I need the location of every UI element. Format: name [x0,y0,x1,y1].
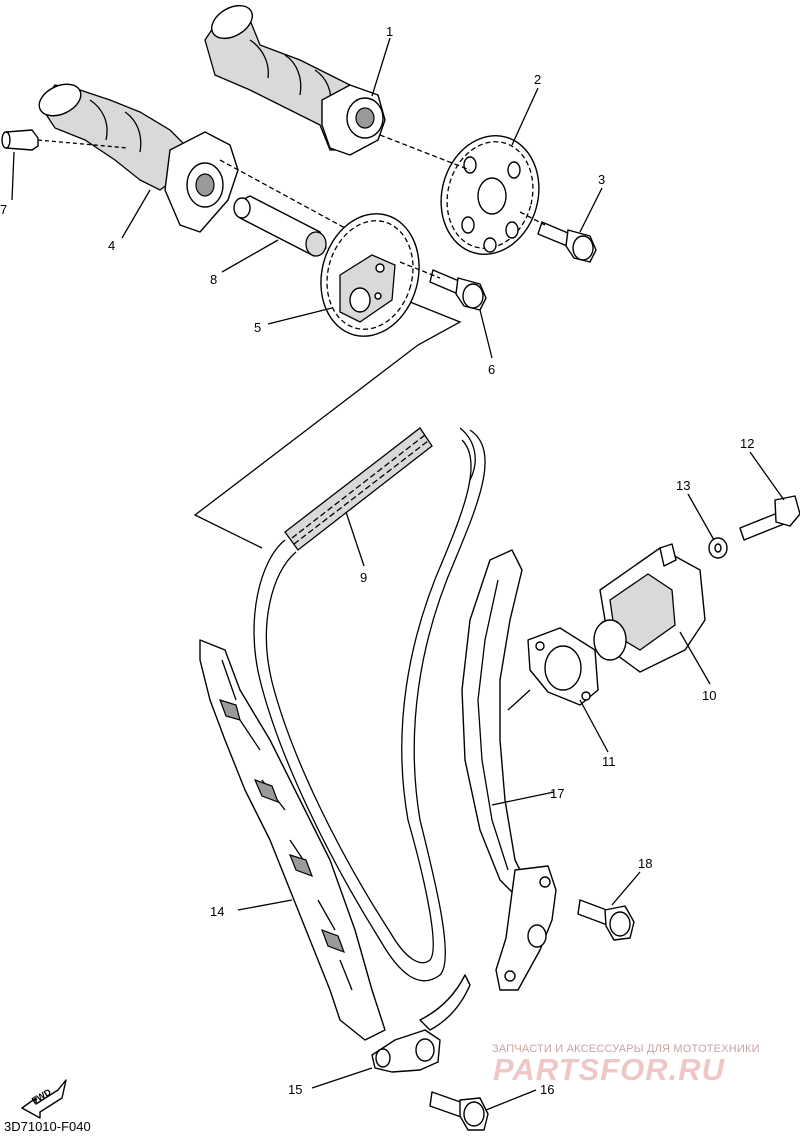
chain-reference-line [193,301,462,549]
camshaft-exhaust [204,4,386,156]
timing-chain [253,427,486,982]
bolt-sprocket-exhaust [537,221,597,263]
bolt-sprocket-intake [429,269,487,311]
label-7: 7 [0,202,7,217]
label-9: 9 [360,570,367,585]
sprocket-intake [320,213,420,337]
label-1: 1 [386,24,393,39]
label-4: 4 [108,238,115,253]
bolt-guide-right [577,899,635,941]
chain-guide-left [199,639,386,1041]
label-12: 12 [740,436,754,451]
label-2: 2 [534,72,541,87]
label-15: 15 [288,1082,302,1097]
label-6: 6 [488,362,495,377]
assembly-lines [219,134,546,279]
bolt-tensioner [739,495,800,541]
leader-lines [11,37,785,1111]
dowel-pin [1,129,129,151]
tensioner-gasket [527,627,599,706]
label-11: 11 [602,754,616,769]
watermark-caption: ЗАПЧАСТИ И АКСЕССУАРЫ ДЛЯ МОТОТЕХНИКИ [492,1043,760,1055]
label-18: 18 [638,856,652,871]
label-17: 17 [550,786,564,801]
label-8: 8 [210,272,217,287]
part-labels: 1 2 3 4 5 6 7 8 9 10 11 12 13 14 15 16 1… [0,24,754,1097]
label-14: 14 [210,904,224,919]
decompression-shaft [233,195,327,257]
label-5: 5 [254,320,261,335]
bolt-stopper [429,1091,489,1131]
label-16: 16 [540,1082,554,1097]
label-10: 10 [702,688,716,703]
diagram-code: 3D71010-F040 [4,1119,91,1134]
chain-stopper [371,974,471,1073]
camshaft-intake [38,83,239,233]
sprocket-exhaust [440,135,540,255]
washer [708,537,728,559]
label-13: 13 [676,478,690,493]
chain-guide-right [461,549,557,991]
fwd-arrow-icon: FWD [21,1079,67,1119]
watermark-logo: PARTSFOR.RU [493,1052,726,1087]
label-3: 3 [598,172,605,187]
chain-tensioner [593,543,706,673]
